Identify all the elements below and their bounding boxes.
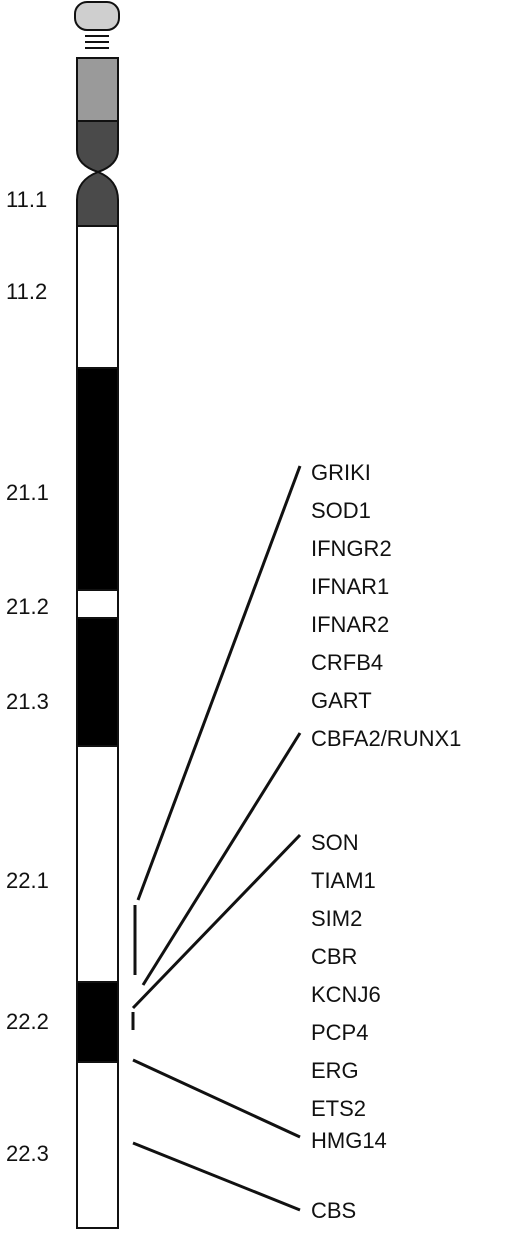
band-q21-1 bbox=[76, 367, 119, 591]
gene-label-son: SON bbox=[311, 830, 359, 855]
gene-label-sim2: SIM2 bbox=[311, 906, 362, 931]
band-q22-3 bbox=[76, 1061, 119, 1229]
gene-label-cbfa2-runx1: CBFA2/RUNX1 bbox=[311, 726, 461, 751]
satellite bbox=[74, 1, 120, 31]
band-label-21-2: 21.2 bbox=[6, 594, 49, 619]
connector-line-grik1 bbox=[136, 465, 302, 901]
gene-label-ifngr2: IFNGR2 bbox=[311, 536, 392, 561]
band-label-22-1: 22.1 bbox=[6, 868, 49, 893]
connector-line-cbfa2 bbox=[141, 732, 302, 986]
band-label-21-1: 21.1 bbox=[6, 480, 49, 505]
band-label-22-3: 22.3 bbox=[6, 1141, 49, 1166]
band-q21-2 bbox=[76, 589, 119, 619]
gene-label-tiam1: TIAM1 bbox=[311, 868, 376, 893]
p-arm-lower bbox=[76, 120, 119, 174]
gene-label-sod1: SOD1 bbox=[311, 498, 371, 523]
band-label-22-2: 22.2 bbox=[6, 1009, 49, 1034]
band-label-11-2: 11.2 bbox=[6, 279, 47, 304]
band-label-21-3: 21.3 bbox=[6, 689, 49, 714]
connector-line-hmg14 bbox=[132, 1058, 301, 1139]
gene-label-crfb4: CRFB4 bbox=[311, 650, 383, 675]
gene-label-gart: GART bbox=[311, 688, 372, 713]
band-q21-3 bbox=[76, 617, 119, 747]
gene-label-ets2: ETS2 bbox=[311, 1096, 366, 1121]
band-q22-2 bbox=[76, 981, 119, 1063]
band-label-11-1: 11.1 bbox=[6, 187, 47, 212]
band-q22-1 bbox=[76, 745, 119, 983]
band-q11-1 bbox=[76, 170, 119, 227]
connector-line-cbs bbox=[132, 1141, 301, 1212]
gene-label-ifnar1: IFNAR1 bbox=[311, 574, 389, 599]
connector-line-son bbox=[131, 833, 302, 1010]
gene-label-pcp4: PCP4 bbox=[311, 1020, 368, 1045]
band-q11-2 bbox=[76, 225, 119, 369]
gene-label-kcnj6: KCNJ6 bbox=[311, 982, 381, 1007]
gene-label-grik1: GRIKI bbox=[311, 460, 371, 485]
gene-label-ifnar2: IFNAR2 bbox=[311, 612, 389, 637]
gene-label-cbs: CBS bbox=[311, 1198, 356, 1223]
gene-label-cbr: CBR bbox=[311, 944, 357, 969]
gene-label-hmg14: HMG14 bbox=[311, 1128, 387, 1153]
gene-label-erg: ERG bbox=[311, 1058, 359, 1083]
p-arm-upper bbox=[76, 57, 119, 122]
